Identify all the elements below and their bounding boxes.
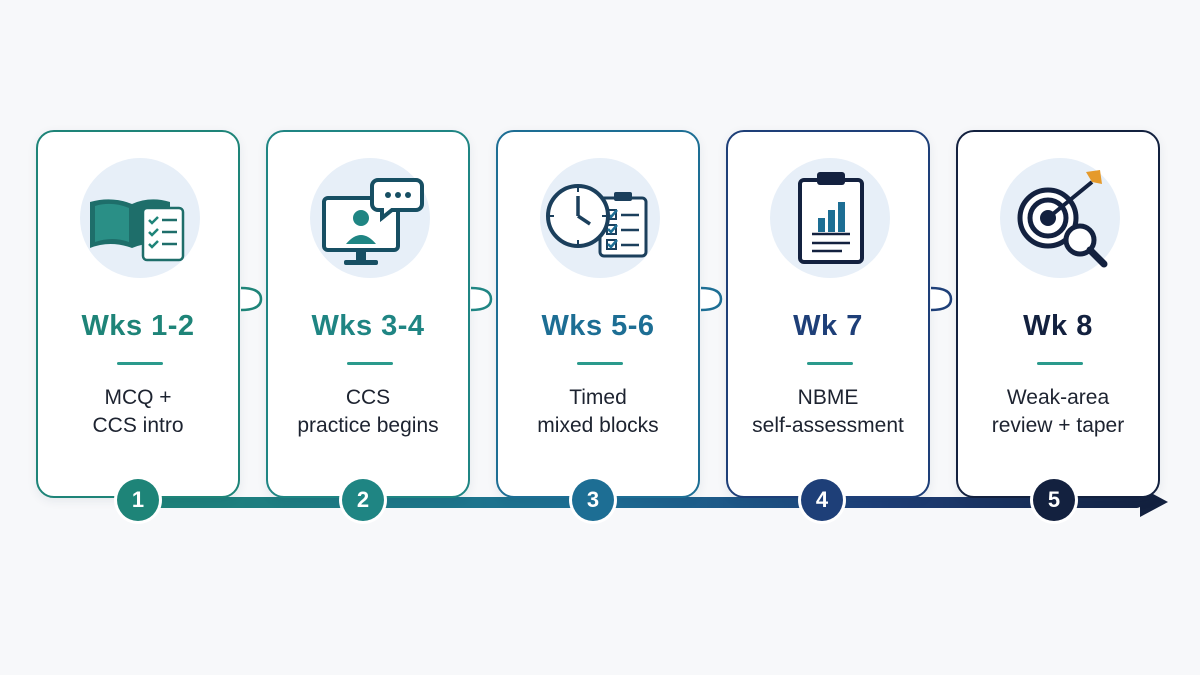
step-number-badge: 3 — [572, 479, 614, 521]
stage-description-line: self-assessment — [752, 414, 904, 437]
timeline-bar — [130, 497, 1142, 508]
stage-card-3: Wks 5-6 Timed mixed blocks — [496, 130, 700, 498]
connector-tab-4 — [931, 286, 953, 312]
stage-description: NBME self-assessment — [736, 384, 920, 440]
icon-background — [310, 158, 430, 278]
stage-card-1: Wks 1-2 MCQ + CCS intro — [36, 130, 240, 498]
step-number-badge: 5 — [1033, 479, 1075, 521]
step-number-badge: 4 — [801, 479, 843, 521]
open-book-checklist-icon — [90, 199, 185, 262]
stage-divider — [577, 362, 623, 365]
stage-card-4: Wk 7 NBME self-assessment — [726, 130, 930, 498]
stage-description-line: practice begins — [297, 414, 439, 437]
stage-description-line: MCQ + — [104, 386, 172, 409]
target-magnifier-icon — [1017, 170, 1108, 268]
stage-divider — [807, 362, 853, 365]
stage-description-line: Weak-area — [1006, 386, 1110, 409]
stage-week-label: Wks 1-2 — [81, 310, 195, 342]
stage-divider — [1037, 362, 1083, 365]
step-number-badge: 1 — [117, 479, 159, 521]
stage-description: Timed mixed blocks — [506, 384, 690, 440]
stage-week-label: Wks 5-6 — [541, 310, 655, 342]
stage-card-5: Wk 8 Weak-area review + taper — [956, 130, 1160, 498]
stage-description: Weak-area review + taper — [966, 384, 1150, 440]
stage-description: CCS practice begins — [276, 384, 460, 440]
stage-divider — [117, 362, 163, 365]
connector-tab-1 — [241, 286, 263, 312]
stage-divider — [347, 362, 393, 365]
stage-description-line: CCS — [345, 386, 391, 409]
stage-week-label: Wk 7 — [793, 310, 863, 342]
icon-background — [1000, 158, 1120, 278]
stage-description-line: NBME — [797, 386, 859, 409]
stage-card-2: Wks 3-4 CCS practice begins — [266, 130, 470, 498]
stage-description: MCQ + CCS intro — [46, 384, 230, 440]
stage-description-line: review + taper — [991, 414, 1125, 437]
icon-background — [770, 158, 890, 278]
icon-background — [80, 158, 200, 278]
step-number-badge: 2 — [342, 479, 384, 521]
clipboard-bar-chart-icon — [798, 172, 864, 264]
video-call-monitor-icon — [322, 178, 424, 265]
icon-background — [540, 158, 660, 278]
stage-description-line: mixed blocks — [537, 414, 659, 437]
connector-tab-2 — [471, 286, 493, 312]
stage-description-line: Timed — [569, 386, 627, 409]
stage-week-label: Wks 3-4 — [311, 310, 425, 342]
stage-description-line: CCS intro — [92, 414, 184, 437]
stage-week-label: Wk 8 — [1023, 310, 1093, 342]
connector-tab-3 — [701, 286, 723, 312]
clock-checklist-icon — [546, 184, 648, 258]
